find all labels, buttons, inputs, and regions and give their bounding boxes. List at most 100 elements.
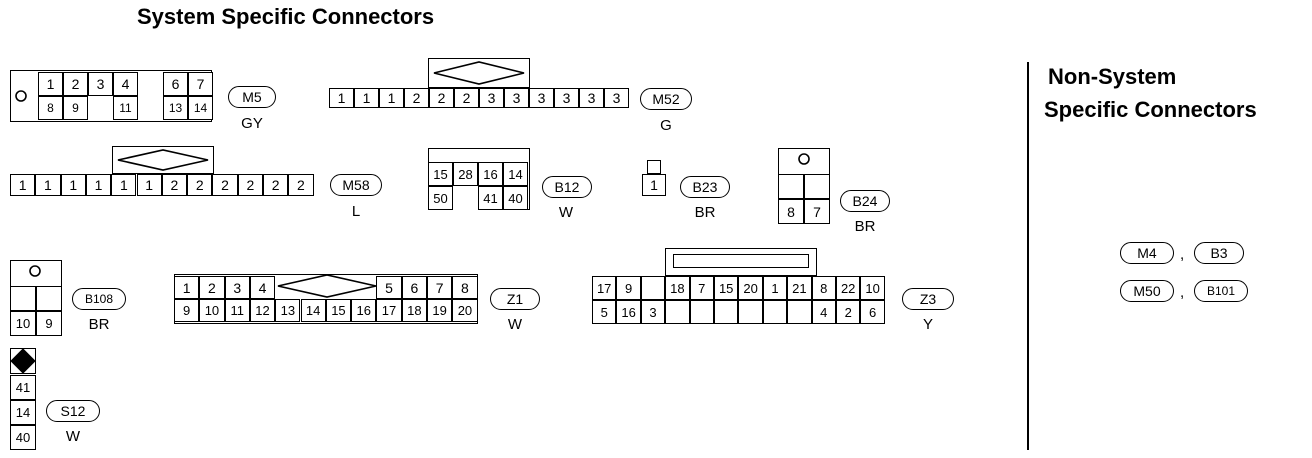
pin-m52-5: 2: [429, 88, 454, 108]
pin-m58-1: 1: [10, 174, 36, 196]
connector-b23-color: BR: [694, 204, 716, 221]
connector-z3-key-slot: [673, 254, 809, 268]
pin-m52-11: 3: [579, 88, 604, 108]
pin-m5-r1-1: 1: [38, 72, 63, 96]
pin-m5-r2-1: 8: [38, 96, 63, 120]
connector-b12-color: W: [558, 204, 574, 221]
pin-m52-6: 2: [454, 88, 479, 108]
pin-z3-r1-3: [640, 276, 666, 300]
connector-z1-color: W: [507, 316, 523, 333]
pin-z1-r1-12: 8: [452, 276, 478, 299]
pin-m5-r1-7: 7: [188, 72, 213, 96]
connector-b108-color: BR: [88, 316, 110, 333]
connector-z1-label: Z1: [490, 288, 540, 310]
connector-key-icon: [10, 348, 36, 374]
pin-m52-3: 1: [379, 88, 404, 108]
pin-b24-r2-1: 8: [778, 199, 804, 224]
pin-m52-10: 3: [554, 88, 579, 108]
connector-s12-color: W: [65, 428, 81, 445]
pin-z1-r2-12: 20: [452, 299, 478, 322]
pin-m58-6: 1: [136, 174, 162, 196]
pin-m52-7: 3: [479, 88, 504, 108]
pin-b12-r1-3: 16: [478, 162, 503, 186]
pin-z1-r2-10: 18: [401, 299, 427, 322]
connector-z3-label: Z3: [902, 288, 954, 310]
connector-b24-label: B24: [840, 190, 890, 212]
pin-z1-r2-5: 13: [275, 299, 301, 322]
locking-tab-icon: [798, 153, 810, 165]
pin-m58-2: 1: [35, 174, 61, 196]
pin-z1-r2-8: 16: [351, 299, 377, 322]
pin-b108-r2-1: 10: [10, 311, 36, 336]
connector-m5-label: M5: [228, 86, 276, 108]
pin-b108-r1-2: [36, 286, 62, 311]
pin-z1-r2-3: 11: [224, 299, 250, 322]
locking-tab-icon: [15, 90, 27, 102]
pin-b24-r2-2: 7: [804, 199, 830, 224]
non-system-label-b101: B101: [1194, 280, 1248, 302]
pin-b24-r1-1: [778, 174, 804, 199]
connector-z3-color: Y: [922, 316, 933, 333]
connector-m52-key: [428, 58, 530, 88]
connector-b12-label: B12: [542, 176, 592, 198]
pin-z3-r1-1: 17: [592, 276, 617, 300]
pin-z1-r1-4: 4: [249, 276, 276, 299]
pin-z1-r1-9: 5: [376, 276, 402, 299]
non-system-label-m50: M50: [1120, 280, 1174, 302]
pin-z1-r2-2: 10: [199, 299, 225, 322]
pin-z3-r1-9: 21: [787, 276, 812, 300]
pin-z3-r2-9: [787, 300, 812, 324]
connector-key-icon: [433, 61, 525, 85]
non-system-heading-line1: Non-System: [1048, 64, 1177, 89]
connector-b23-tab: [647, 160, 661, 174]
connector-m52-color: G: [660, 117, 672, 134]
pin-m58-9: 2: [212, 174, 238, 196]
pin-b12-r1-1: 15: [428, 162, 453, 186]
pin-m58-4: 1: [85, 174, 112, 196]
pin-z1-r1-3: 3: [224, 276, 250, 299]
pin-z3-r2-11: 2: [836, 300, 861, 324]
pin-b12-r2-4: 40: [503, 186, 528, 210]
pin-z3-r1-4: 18: [665, 276, 690, 300]
pin-m5-r2-7: 14: [188, 96, 213, 120]
pin-z3-r1-6: 15: [714, 276, 739, 300]
pin-z1-r1-11: 7: [427, 276, 453, 299]
pin-z1-r2-7: 15: [325, 299, 352, 322]
pin-m5-r2-2: 9: [63, 96, 88, 120]
pin-m5-r2-4: 11: [113, 96, 138, 120]
pin-z3-r1-10: 8: [811, 276, 836, 300]
pin-z3-r1-5: 7: [689, 276, 714, 300]
pin-m52-9: 3: [529, 88, 554, 108]
pin-b12-r2-3: 41: [478, 186, 503, 210]
pin-z3-r2-6: [714, 300, 739, 324]
connector-s12-label: S12: [46, 400, 100, 422]
non-system-label-m4: M4: [1120, 242, 1174, 264]
pin-z3-r2-8: [762, 300, 788, 324]
pin-z3-r1-2: 9: [616, 276, 641, 300]
separator-comma: ,: [1180, 246, 1185, 263]
pin-z1-r2-4: 12: [249, 299, 276, 322]
pin-b12-r2-1: 50: [428, 186, 453, 210]
pin-z3-r2-10: 4: [811, 300, 836, 324]
pin-z1-r2-6: 14: [300, 299, 326, 322]
pin-b12-r1-2: 28: [453, 162, 478, 186]
non-system-label-b3: B3: [1194, 242, 1244, 264]
pin-s12-1: 41: [10, 375, 36, 400]
pin-m5-r2-6: 13: [163, 96, 188, 120]
pin-m52-2: 1: [354, 88, 379, 108]
locking-tab-icon: [29, 265, 41, 277]
pin-z3-r2-1: 5: [592, 300, 617, 324]
pin-z1-r1-10: 6: [401, 276, 427, 299]
pin-m58-5: 1: [111, 174, 137, 196]
pin-m52-4: 2: [404, 88, 429, 108]
pin-b12-r2-2: [453, 186, 478, 210]
pin-z3-r1-7: 20: [738, 276, 763, 300]
pin-m52-8: 3: [504, 88, 529, 108]
pin-z3-r1-11: 22: [836, 276, 861, 300]
pin-m5-r1-3: 3: [88, 72, 113, 96]
pin-s12-2: 14: [10, 400, 36, 425]
connector-m52-label: M52: [640, 88, 692, 110]
pin-b108-r1-1: [10, 286, 36, 311]
pin-z3-r2-5: [689, 300, 714, 324]
